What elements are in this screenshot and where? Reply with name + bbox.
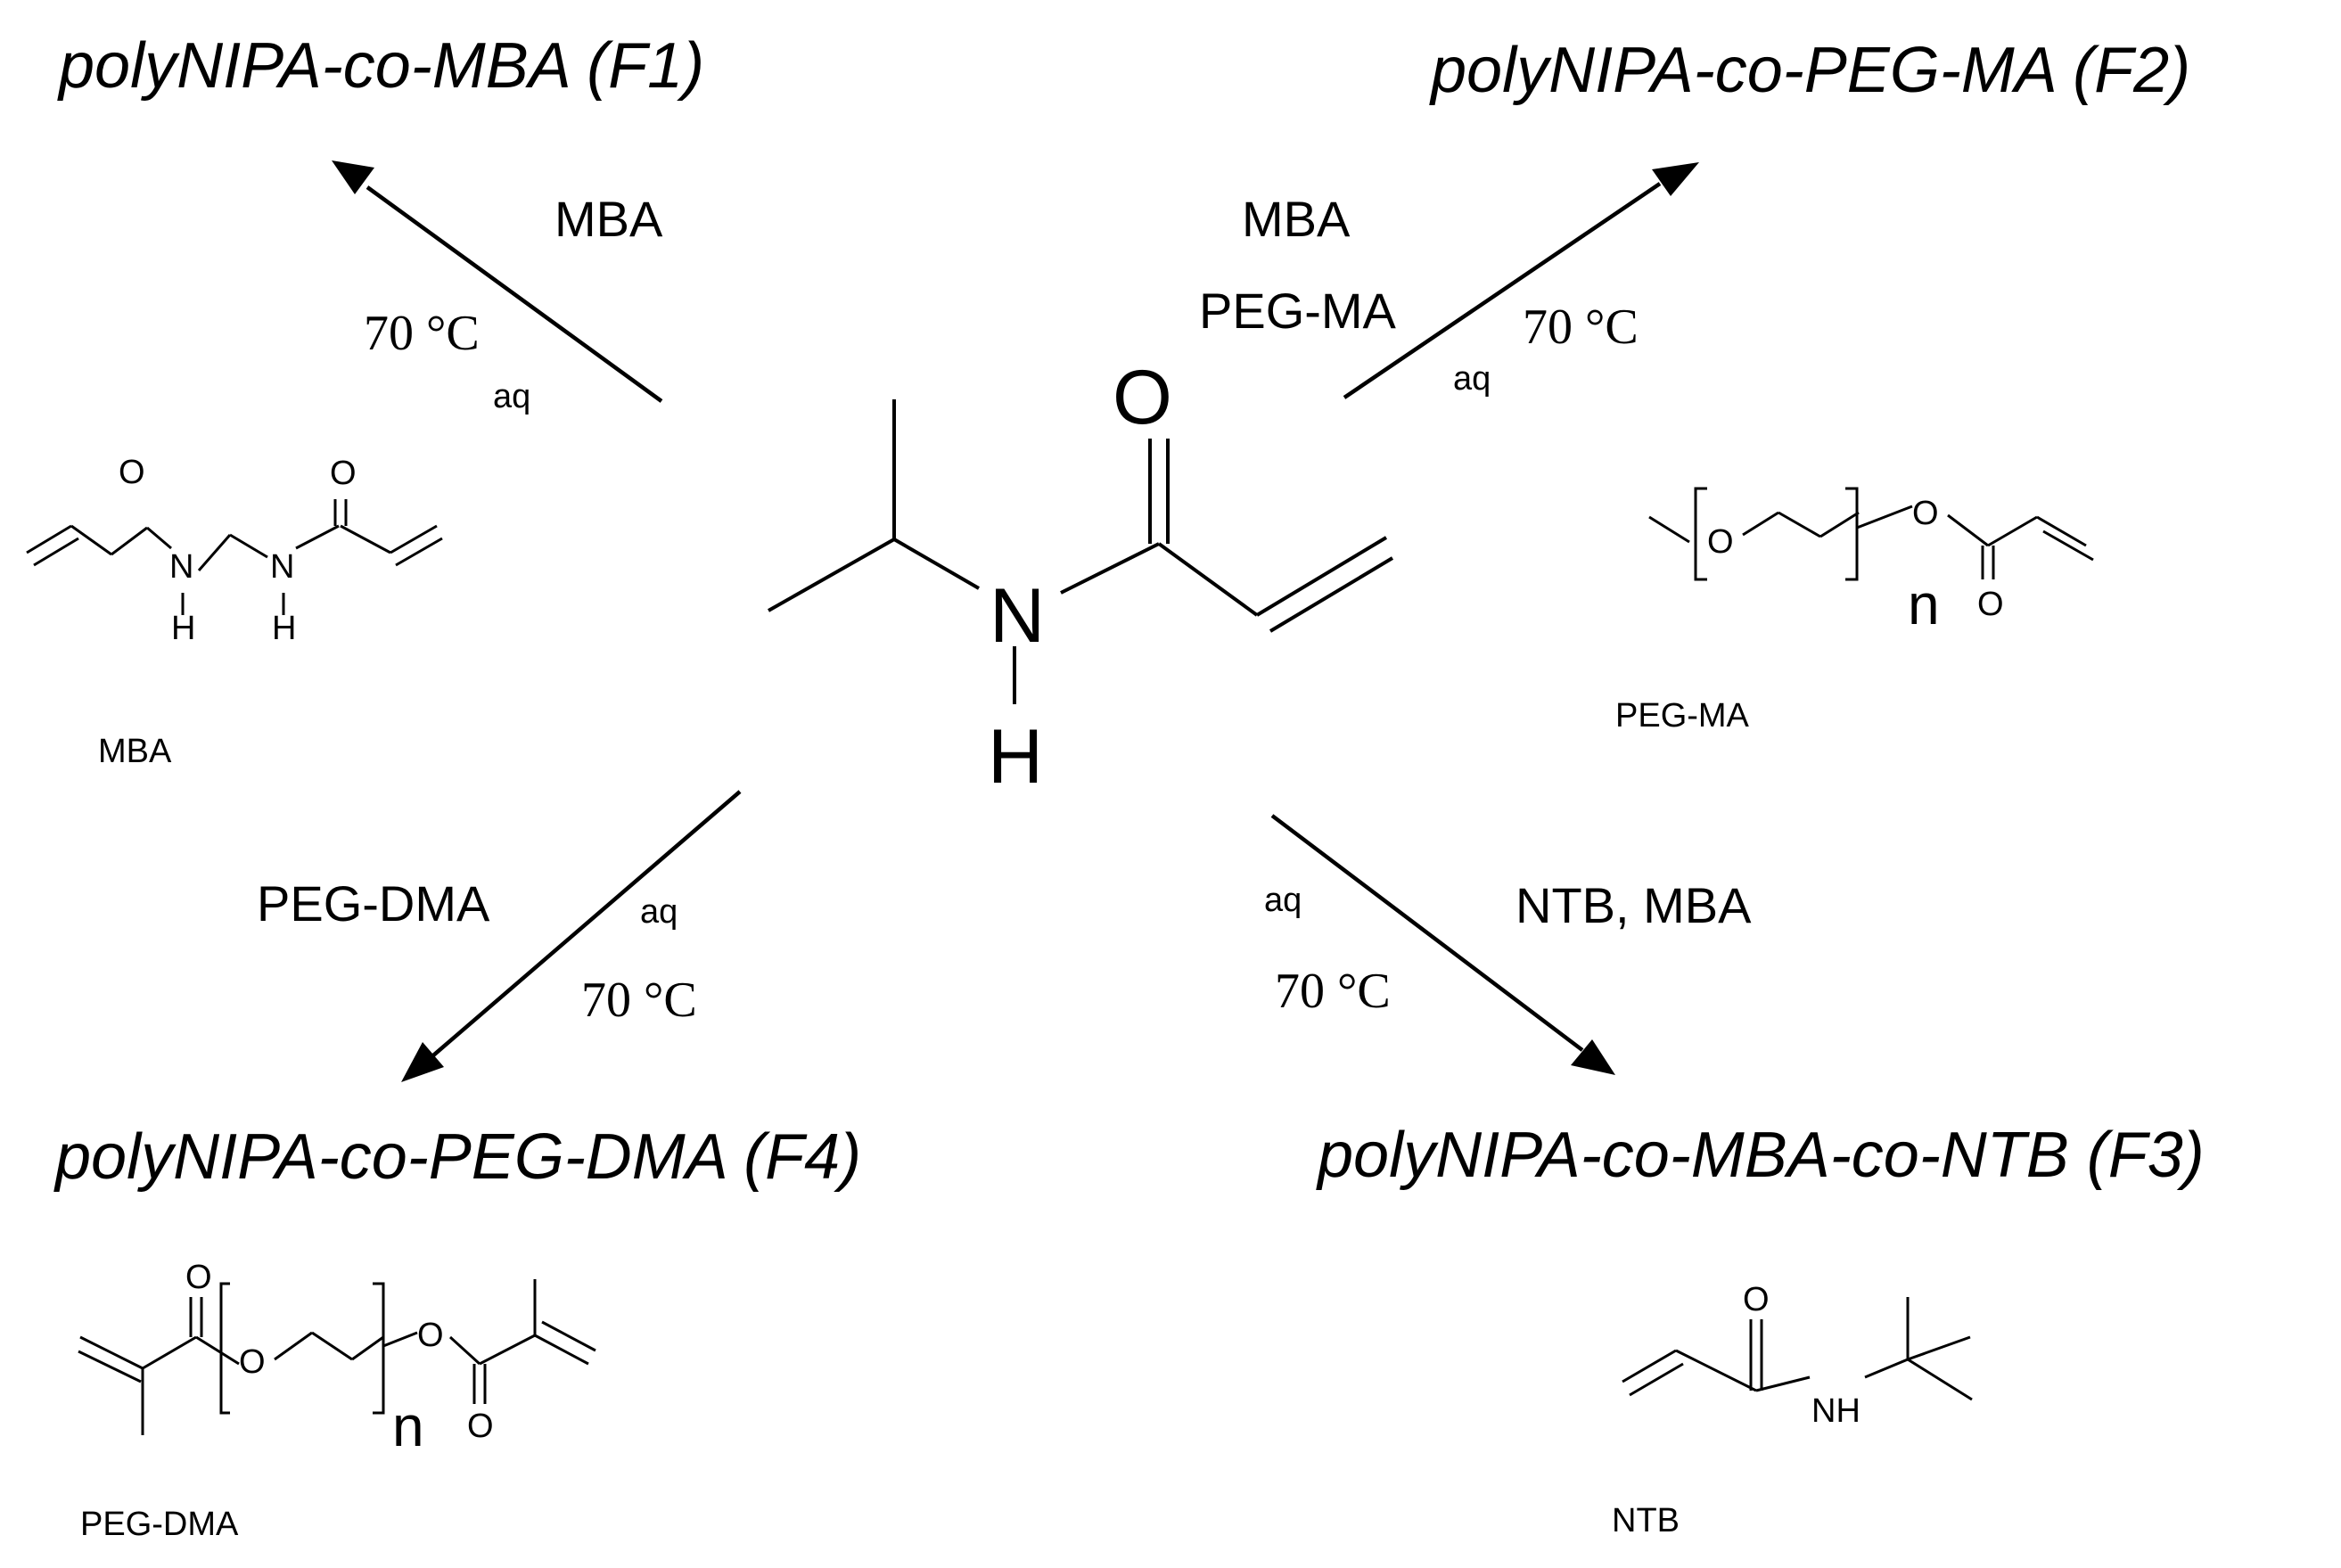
mba-hydrogen-1: H: [171, 610, 195, 647]
product-f4-title: polyNIPA-co-PEG-DMA (F4): [53, 1121, 861, 1193]
pegma-repeat-index: n: [1908, 572, 1940, 636]
f4-reagent: PEG-DMA: [257, 875, 490, 932]
nipa-nitrogen: N: [990, 573, 1045, 659]
ntb-caption: NTB: [1612, 1502, 1680, 1539]
f3-solvent: aq: [1264, 882, 1302, 919]
f2-reagent-2: PEG-MA: [1199, 283, 1397, 339]
nipa-hydrogen: H: [988, 714, 1043, 800]
pegdma-oxygen-4: O: [467, 1408, 494, 1445]
arrow-to-f4: [401, 790, 742, 1082]
f2-solvent: aq: [1453, 360, 1491, 398]
f2-temperature: 70 °C: [1523, 300, 1639, 355]
f1-solvent: aq: [493, 378, 530, 415]
mba-hydrogen-2: H: [272, 610, 296, 647]
arrow-to-f2: [1343, 162, 1699, 399]
arrow-to-f1: [332, 160, 663, 403]
mba-caption: MBA: [98, 733, 172, 770]
pegdma-oxygen-2: O: [239, 1343, 266, 1381]
f1-temperature: 70 °C: [364, 306, 480, 361]
mba-nitrogen-1: N: [169, 548, 193, 586]
mba-oxygen-1: O: [119, 454, 145, 491]
pegdma-repeat-index: n: [392, 1394, 424, 1458]
product-f1-title: polyNIPA-co-MBA (F1): [57, 30, 704, 102]
ntb-structure: O NH: [1622, 1281, 1973, 1430]
arrow-to-f3: [1270, 814, 1615, 1075]
pegma-oxygen-1: O: [1707, 523, 1734, 561]
product-f2-title: polyNIPA-co-PEG-MA (F2): [1429, 35, 2190, 106]
f4-solvent: aq: [640, 893, 678, 931]
pegma-oxygen-3: O: [1977, 586, 2004, 623]
pegdma-oxygen-3: O: [417, 1317, 444, 1354]
f2-reagent-1: MBA: [1242, 191, 1351, 247]
f3-temperature: 70 °C: [1275, 964, 1391, 1019]
ntb-nh: NH: [1811, 1392, 1860, 1430]
product-f3-title: polyNIPA-co-MBA-co-NTB (F3): [1316, 1120, 2205, 1191]
f3-reagent: NTB, MBA: [1515, 877, 1752, 933]
ntb-oxygen: O: [1743, 1281, 1770, 1318]
pegdma-caption: PEG-DMA: [80, 1506, 239, 1543]
pegma-structure: O O O n: [1648, 487, 2094, 636]
pegma-caption: PEG-MA: [1615, 697, 1750, 735]
mba-structure: O O N N H H: [26, 454, 443, 647]
pegma-oxygen-2: O: [1912, 495, 1939, 532]
nipa-oxygen: O: [1113, 355, 1172, 440]
f4-temperature: 70 °C: [581, 973, 697, 1028]
pegdma-oxygen-1: O: [185, 1259, 212, 1296]
pegdma-structure: O O O O n: [78, 1259, 596, 1458]
mba-nitrogen-2: N: [270, 548, 294, 586]
mba-oxygen-2: O: [330, 455, 357, 492]
f1-reagent: MBA: [554, 191, 663, 247]
nipa-structure: O N H: [768, 355, 1394, 800]
